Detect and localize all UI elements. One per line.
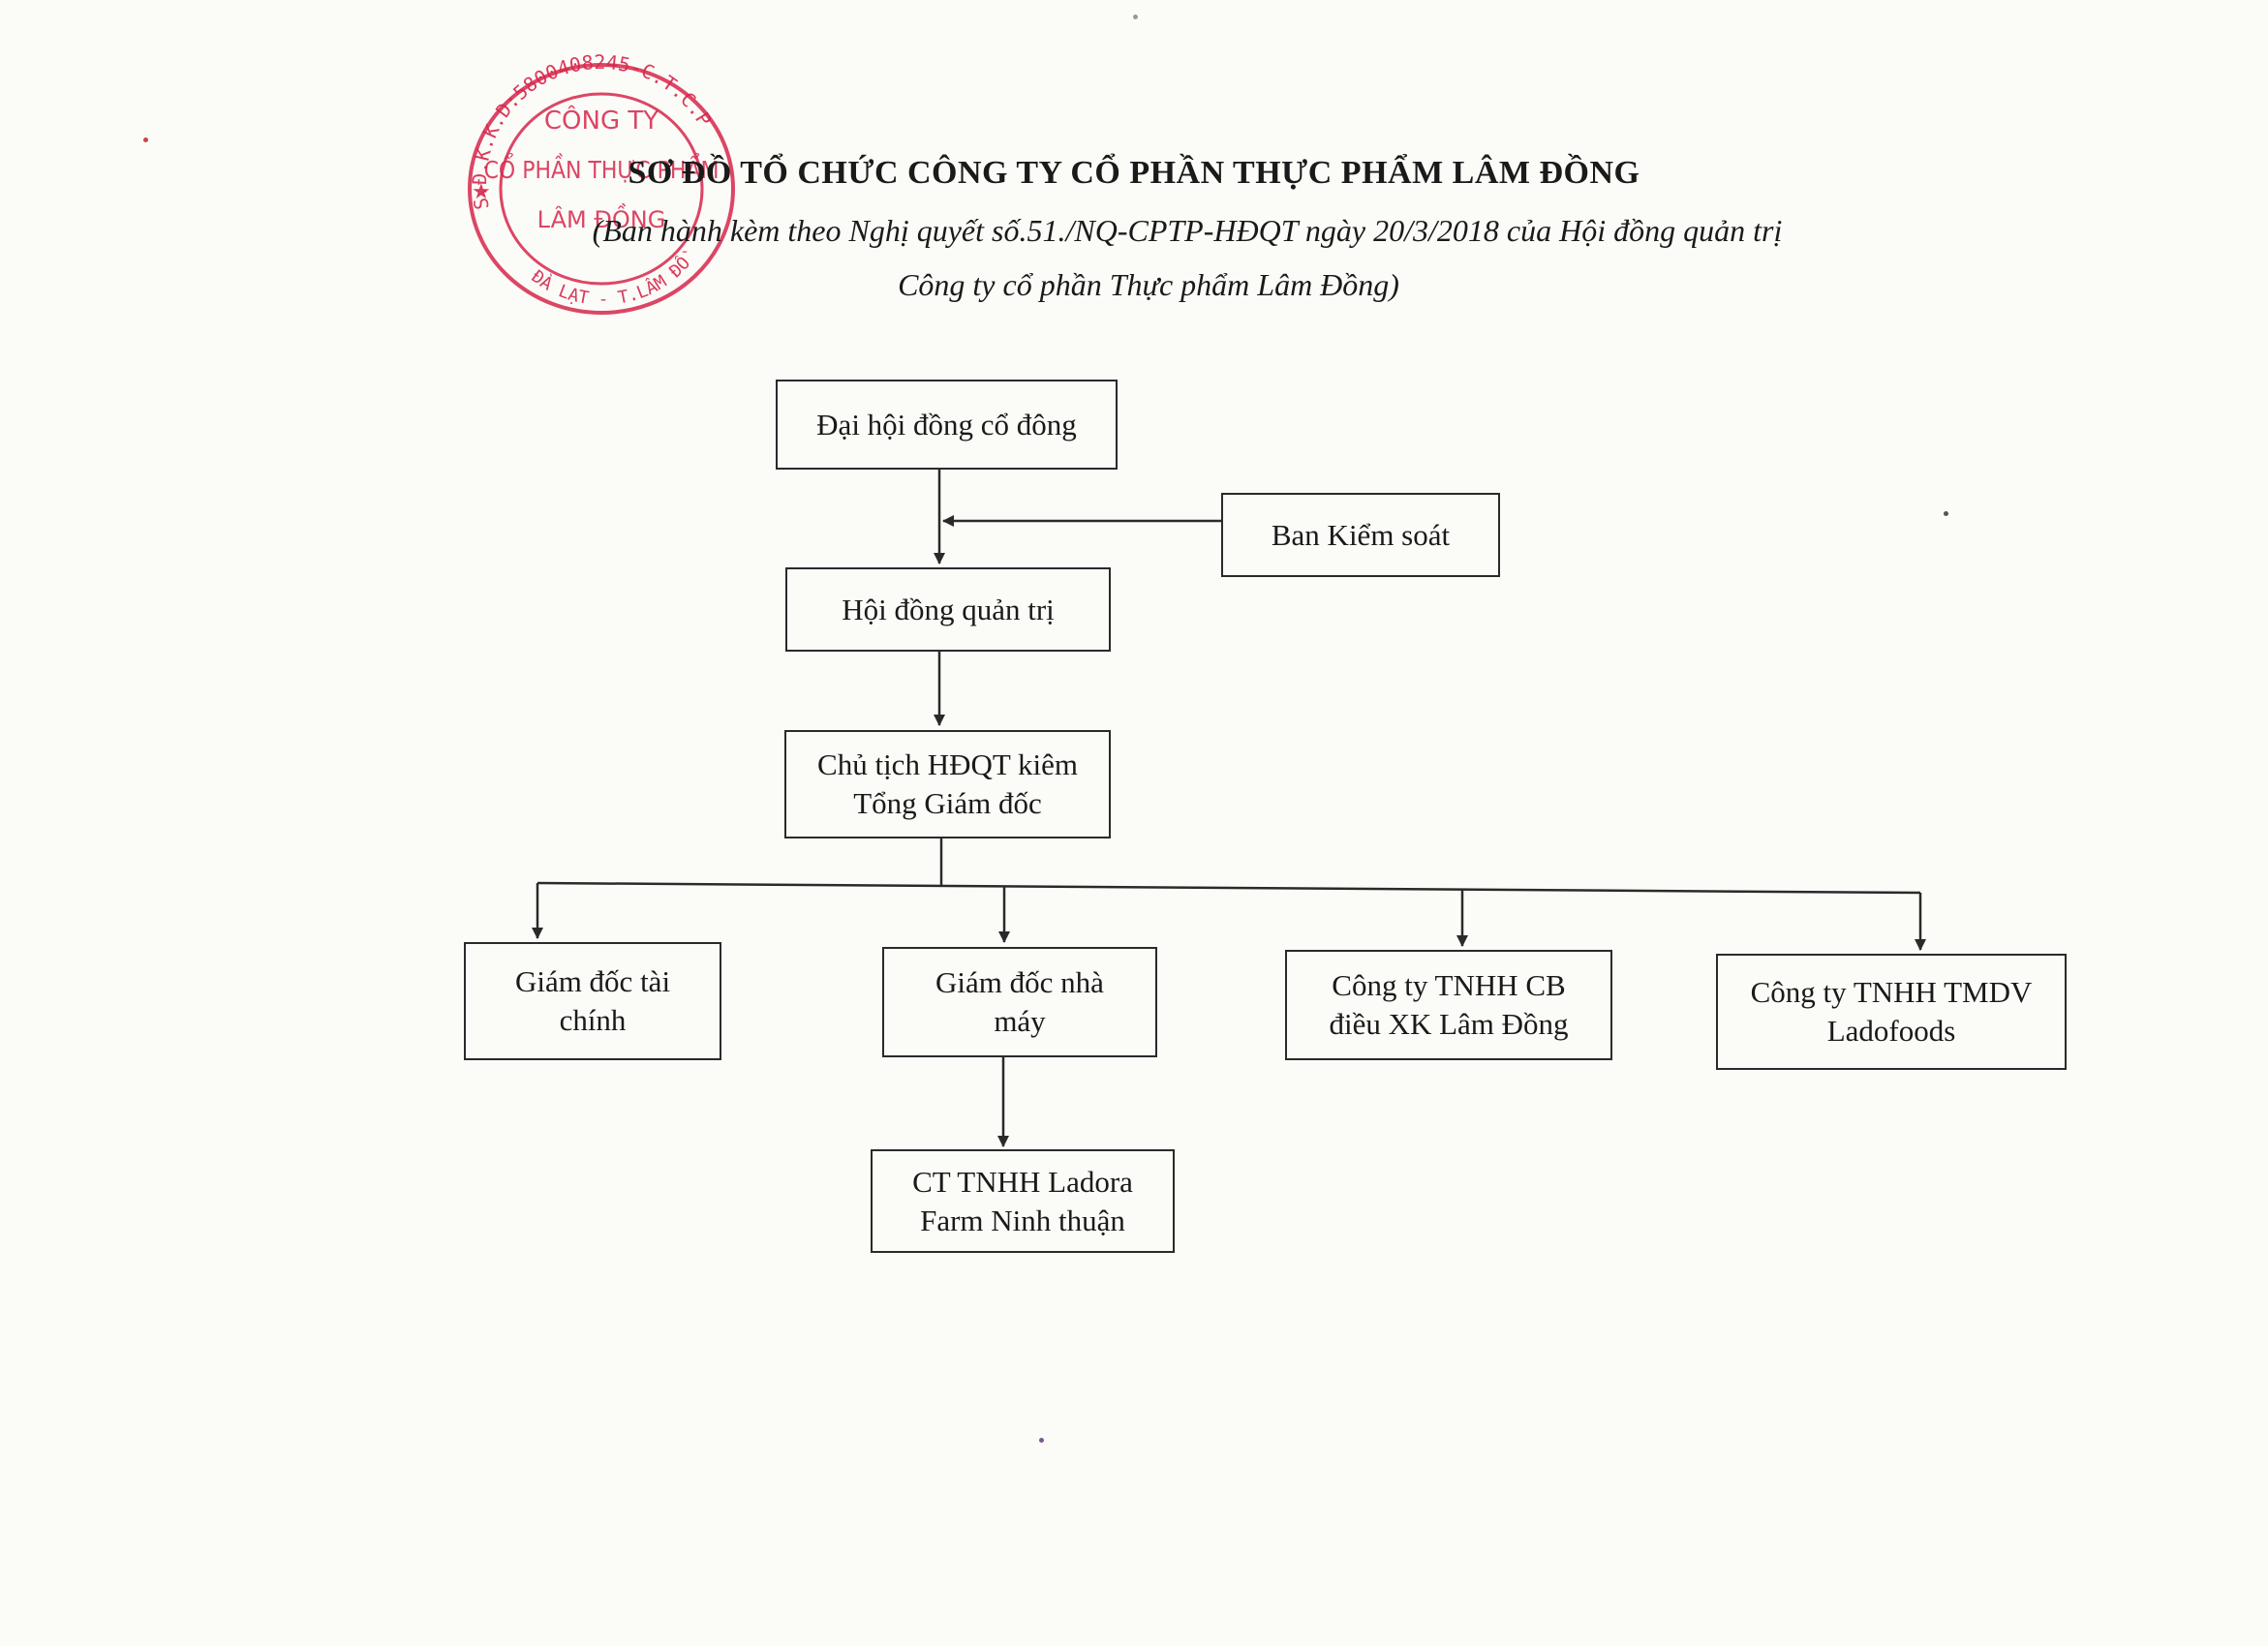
- node-ladora-farm-line2: Farm Ninh thuận: [920, 1203, 1125, 1237]
- node-factory-director-line2: máy: [994, 1004, 1046, 1038]
- page-title: SƠ ĐỒ TỔ CHỨC CÔNG TY CỔ PHẦN THỰC PHẨM …: [628, 155, 1640, 191]
- seal-line2: CỔ PHẦN THỰC PHẨM: [484, 152, 720, 184]
- node-cfo-line1: Giám đốc tài: [514, 964, 671, 998]
- node-supervisory-label: Ban Kiểm soát: [1271, 517, 1451, 552]
- node-shareholders-label: Đại hội đồng cổ đông: [816, 407, 1077, 442]
- page-subtitle-line1: (Ban hành kèm theo Nghị quyết số.51./NQ-…: [592, 213, 1783, 248]
- scan-speck: [1039, 1438, 1044, 1443]
- node-board-label: Hội đồng quản trị: [842, 592, 1055, 626]
- node-ladofoods: Công ty TNHH TMDV Ladofoods: [1716, 954, 2067, 1070]
- node-chairman-line2: Tổng Giám đốc: [853, 786, 1042, 820]
- seal-line3: LÂM ĐỒNG: [537, 202, 666, 233]
- node-ladora-farm: CT TNHH Ladora Farm Ninh thuận: [871, 1149, 1175, 1253]
- node-shareholders: Đại hội đồng cổ đông: [776, 380, 1118, 470]
- node-ladofoods-line1: Công ty TNHH TMDV: [1750, 975, 2033, 1009]
- node-board: Hội đồng quản trị: [785, 567, 1111, 652]
- node-factory-director: Giám đốc nhà máy: [882, 947, 1157, 1057]
- node-supervisory: Ban Kiểm soát: [1221, 493, 1500, 577]
- node-ladofoods-line2: Ladofoods: [1826, 1014, 1956, 1048]
- connector-bus: [536, 881, 1921, 895]
- page-subtitle-line2: Công ty cổ phần Thực phẩm Lâm Đồng): [898, 267, 1399, 302]
- node-chairman-line1: Chủ tịch HĐQT kiêm: [817, 747, 1078, 781]
- company-seal: S.Đ.K.K.D:5800408245-C.T.C.P ĐÀ LẠT - T.…: [460, 53, 735, 315]
- node-chairman: Chủ tịch HĐQT kiêm Tổng Giám đốc: [784, 730, 1111, 838]
- node-factory-director-line1: Giám đốc nhà: [935, 965, 1104, 999]
- scan-speck: [1944, 511, 1948, 516]
- node-cfo-line2: chính: [559, 1003, 627, 1037]
- node-export-company-line1: Công ty TNHH CB: [1332, 968, 1566, 1002]
- node-ladora-farm-line1: CT TNHH Ladora: [912, 1164, 1133, 1199]
- scan-speck: [143, 137, 148, 142]
- node-export-company-line2: điều XK Lâm Đồng: [1329, 1007, 1569, 1041]
- node-cfo: Giám đốc tài chính: [464, 942, 721, 1060]
- scan-speck: [1133, 15, 1138, 19]
- seal-line1: CÔNG TY: [544, 105, 659, 136]
- node-export-company: Công ty TNHH CB điều XK Lâm Đồng: [1285, 950, 1612, 1060]
- seal-star-icon: ★: [472, 179, 491, 203]
